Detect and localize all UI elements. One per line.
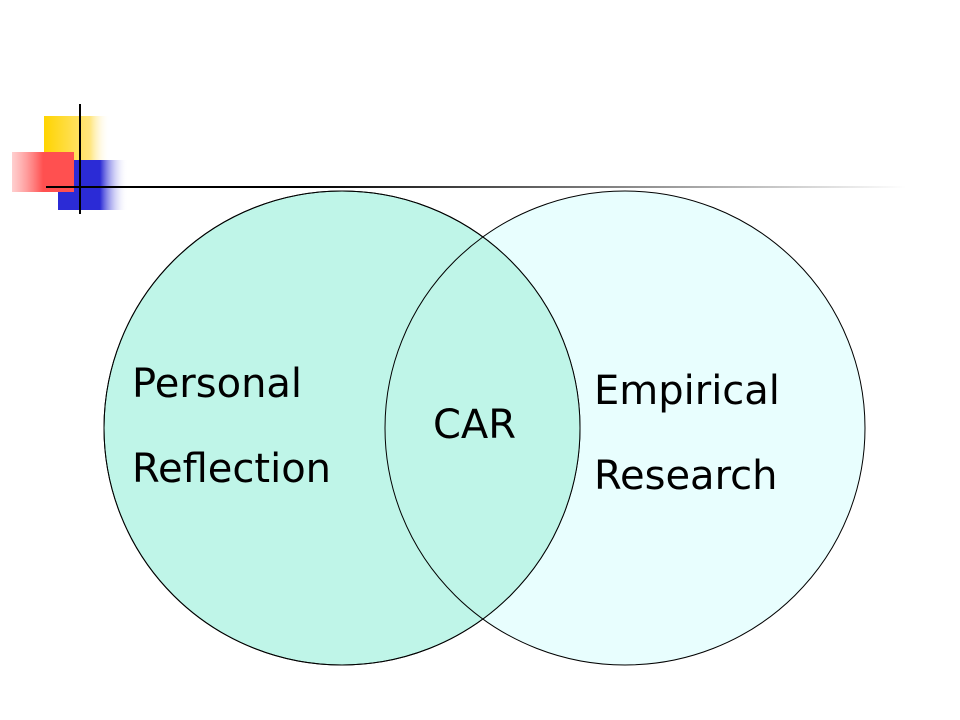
right-label-line2: Research <box>594 453 777 499</box>
left-label-line2: Reflection <box>132 446 331 492</box>
left-circle-outline <box>103 190 581 666</box>
right-label-line1: Empirical <box>594 368 780 414</box>
overlap-region <box>384 191 580 665</box>
corner-ornament <box>12 104 906 214</box>
horizontal-rule <box>46 186 906 188</box>
overlap-label: CAR <box>433 402 516 448</box>
red-square <box>12 152 74 192</box>
vertical-rule <box>79 104 81 214</box>
left-label-line1: Personal <box>132 361 302 407</box>
